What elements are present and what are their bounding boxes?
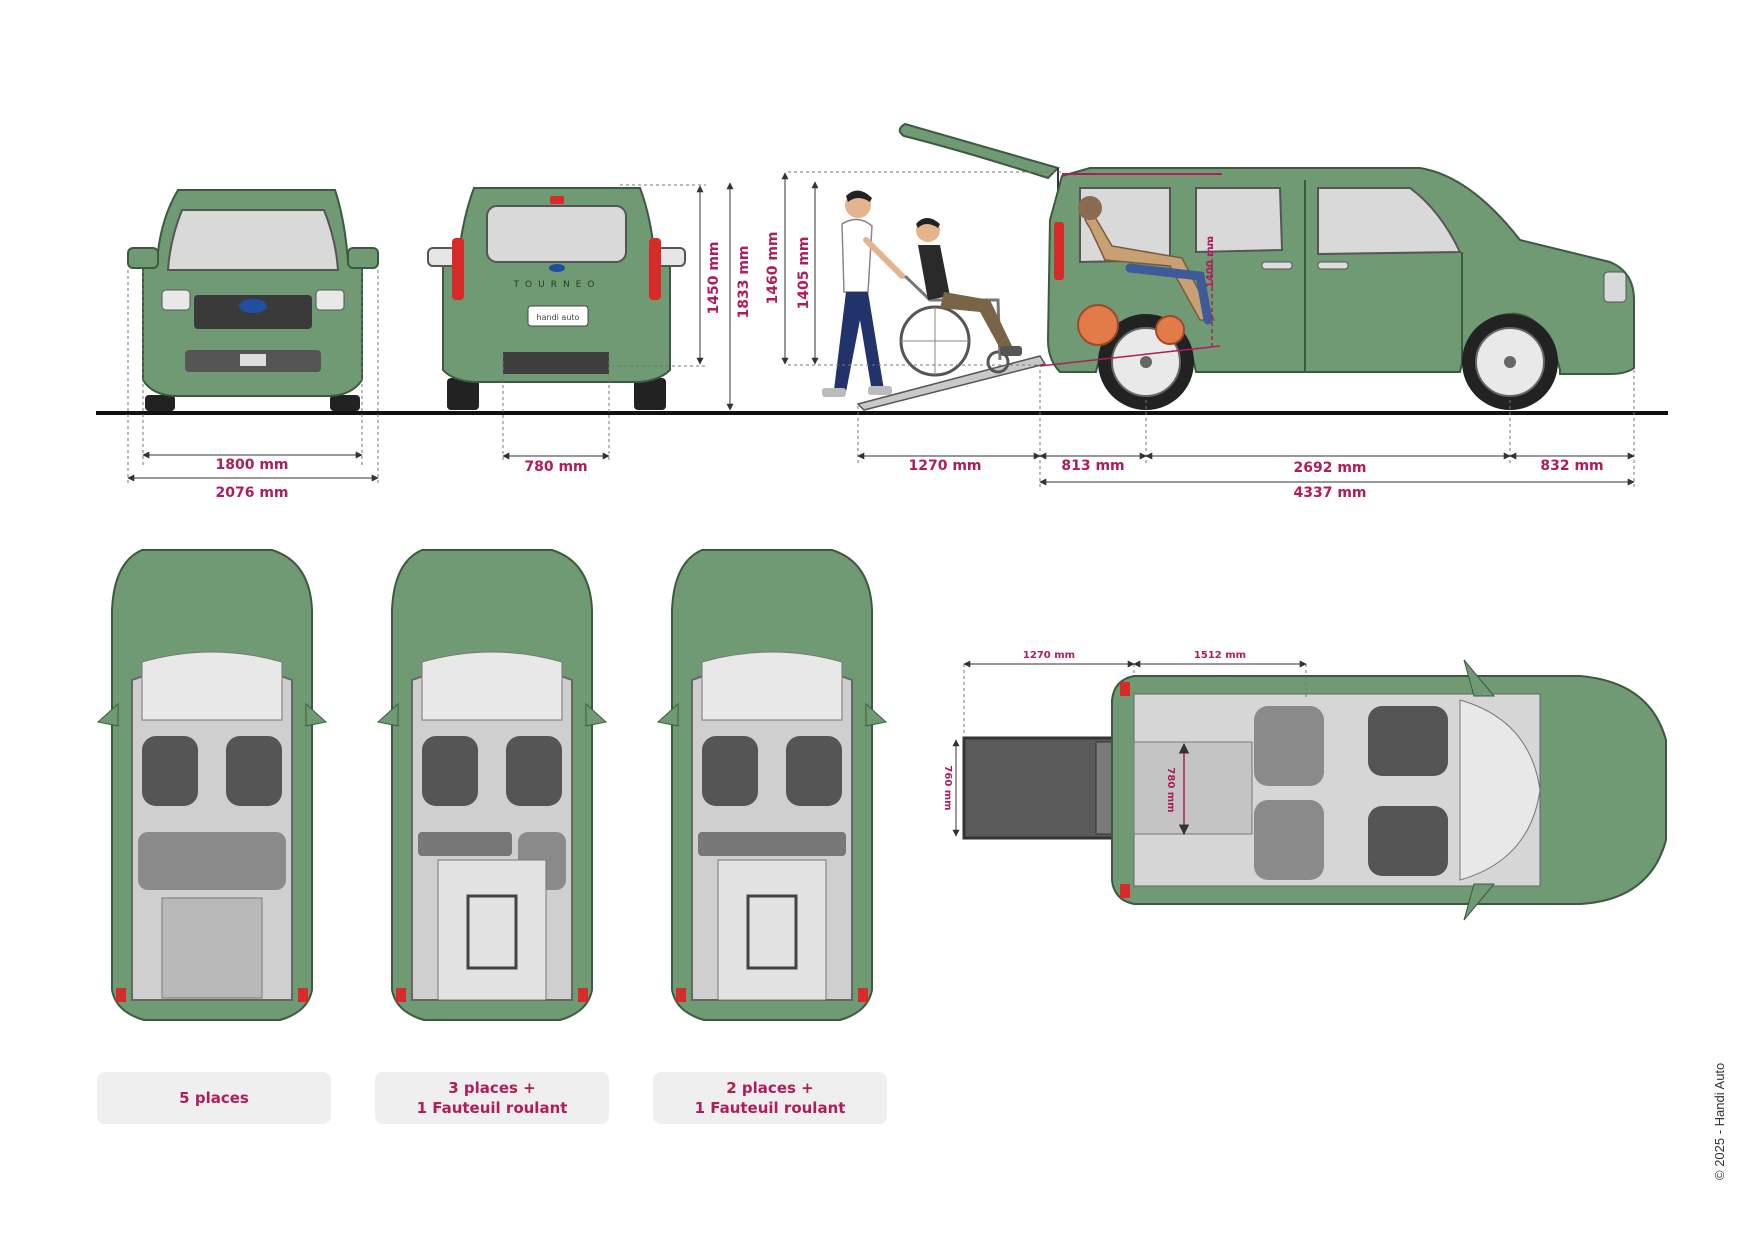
interior-height-label: 1400 mm — [1205, 236, 1216, 288]
copyright-text: © 2025 - Handi Auto — [1712, 1062, 1727, 1180]
wheelbase-label: 2692 mm — [1293, 460, 1366, 476]
assistant-person — [822, 190, 905, 397]
top-view-2-places-wheelchair — [656, 549, 888, 1021]
front-track-label: 1800 mm — [215, 457, 288, 473]
plate-text: handi auto — [537, 313, 580, 322]
rear-overhang-label: 813 mm — [1061, 458, 1124, 474]
side-view: 1400 mm — [822, 122, 1635, 411]
top-view-3-places-wheelchair — [376, 549, 608, 1021]
config-label-5-places: 5 places — [97, 1072, 331, 1124]
top-floor-length-label: 1512 mm — [1194, 650, 1246, 661]
front-view — [127, 189, 379, 411]
rear-opening-width-label: 780 mm — [524, 459, 587, 475]
config-line-1: 5 places — [179, 1089, 249, 1107]
front-dimensions: 1800 mm 2076 mm — [127, 270, 379, 501]
top-ramp-width-label: 760 mm — [942, 765, 953, 810]
front-overhang-label: 832 mm — [1540, 458, 1603, 474]
config-line-1: 2 places + — [726, 1079, 814, 1097]
top-ramp-length-label: 1270 mm — [1023, 650, 1075, 661]
top-view-5-places — [96, 549, 328, 1021]
rear-badge: TOURNEO — [513, 280, 601, 290]
top-floor-width-label: 780 mm — [1165, 767, 1176, 812]
top-view-with-ramp: 1270 mm 1512 mm 760 mm 780 mm — [942, 650, 1667, 921]
config-line-1: 3 places + — [448, 1079, 536, 1097]
overall-length-label: 4337 mm — [1293, 485, 1366, 501]
wheelchair-user — [899, 218, 1022, 377]
ramp-side-height-label: 1460 mm — [765, 231, 781, 304]
config-label-3-places: 3 places + 1 Fauteuil roulant — [375, 1072, 609, 1124]
overall-height-label: 1833 mm — [736, 245, 752, 318]
ramp-length-label: 1270 mm — [908, 458, 981, 474]
rear-view: TOURNEO handi auto — [427, 187, 686, 410]
front-width-label: 2076 mm — [215, 485, 288, 501]
config-label-2-places: 2 places + 1 Fauteuil roulant — [653, 1072, 887, 1124]
rear-opening-height-label: 1450 mm — [706, 241, 722, 314]
side-dimensions: 1460 mm 1405 mm 1270 mm 813 mm 2692 mm 8… — [765, 171, 1635, 501]
config-line-2: 1 Fauteuil roulant — [416, 1099, 568, 1117]
config-line-2: 1 Fauteuil roulant — [694, 1099, 846, 1117]
door-height-label: 1405 mm — [796, 236, 812, 309]
rear-dimensions: 780 mm 1450 mm 1833 mm — [502, 182, 752, 475]
